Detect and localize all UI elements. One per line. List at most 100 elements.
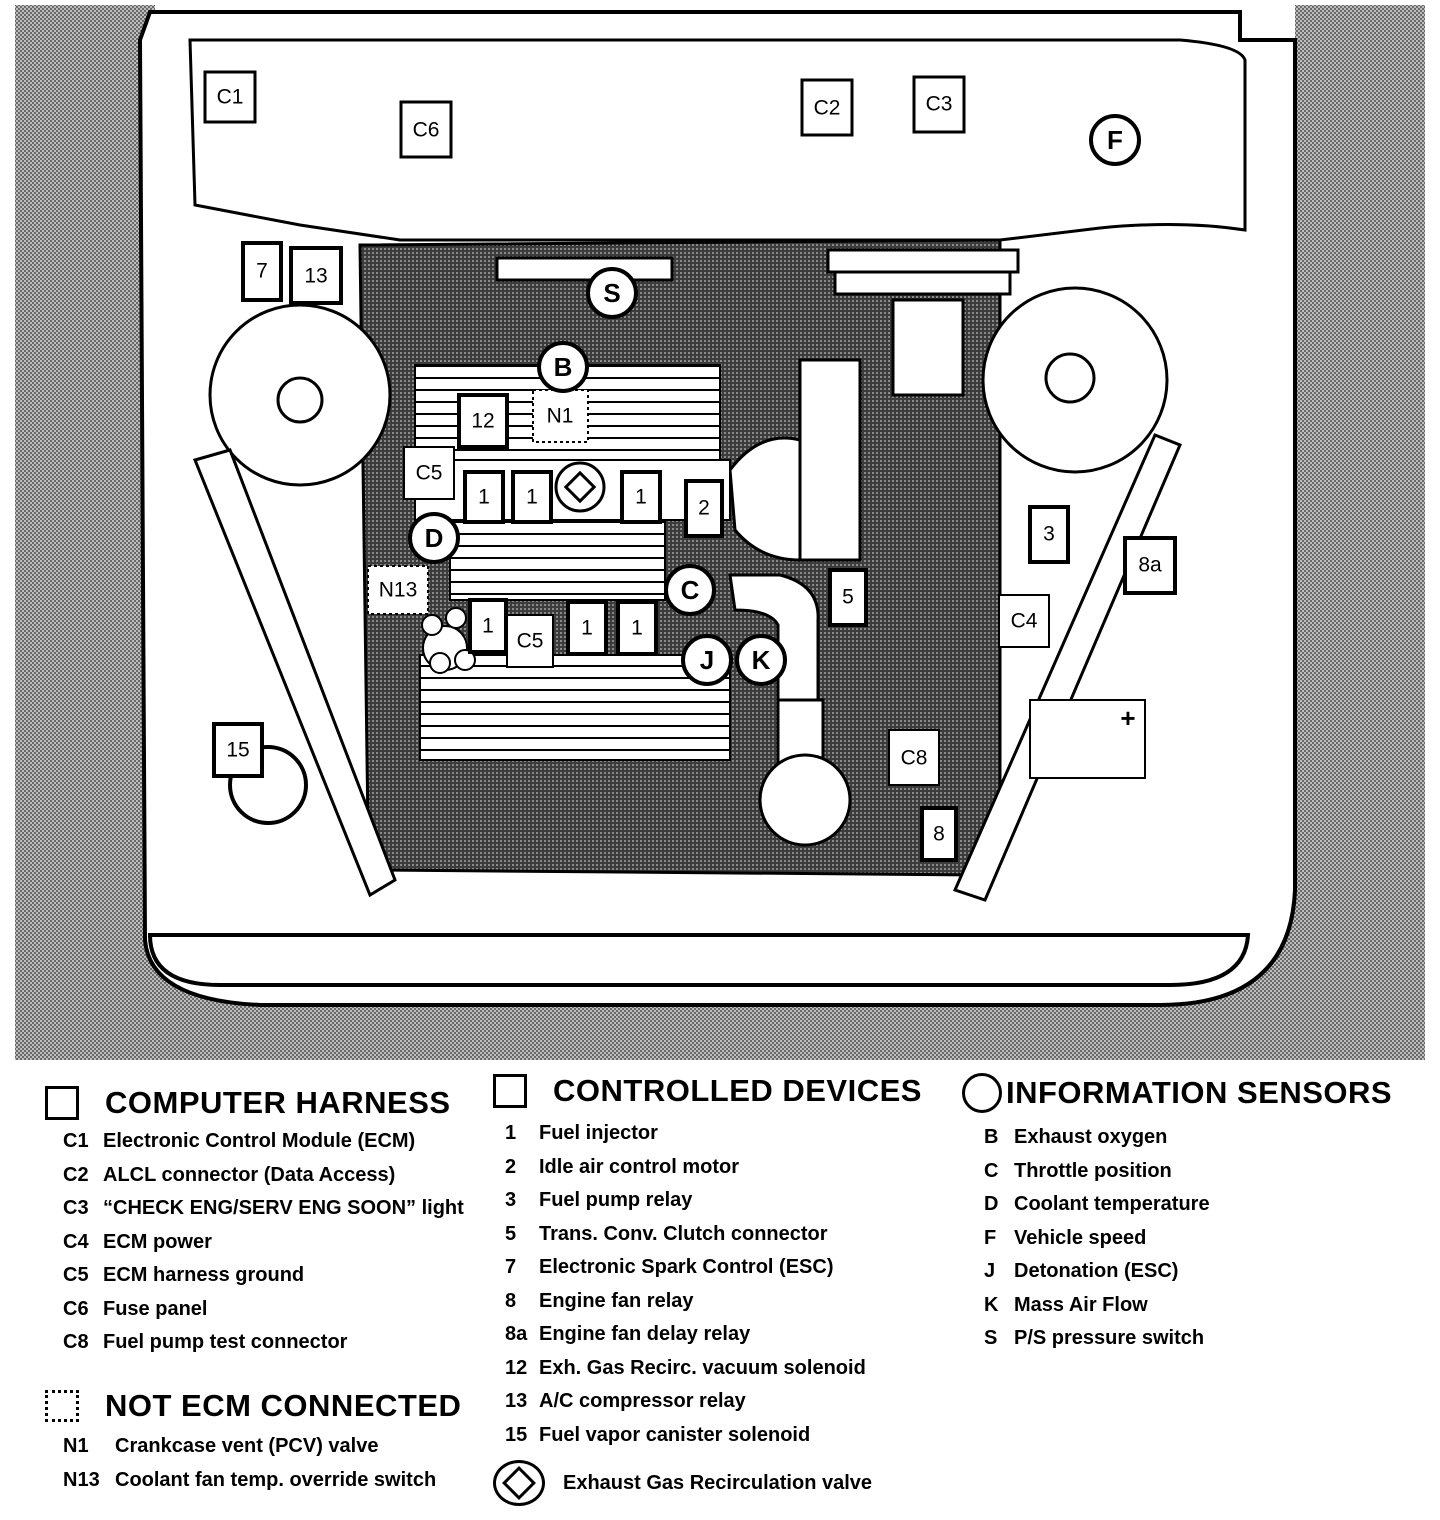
air-filter-base bbox=[758, 753, 852, 847]
sensor-b: B bbox=[537, 341, 589, 393]
cowl-panel bbox=[188, 38, 1247, 242]
injector-1a: 1 bbox=[463, 470, 505, 524]
svg-text:15: 15 bbox=[226, 739, 249, 762]
square-symbol-icon bbox=[493, 1074, 527, 1108]
svg-text:7: 7 bbox=[256, 260, 268, 283]
svg-text:F: F bbox=[1107, 125, 1123, 155]
c5-box-upper: C5 bbox=[403, 446, 455, 500]
device-12-box: 12 bbox=[457, 393, 509, 449]
svg-text:C5: C5 bbox=[517, 630, 544, 653]
svg-text:1: 1 bbox=[526, 486, 538, 509]
canister-hose bbox=[228, 745, 308, 825]
legend-header-not-ecm: NOT ECM CONNECTED bbox=[45, 1388, 461, 1424]
svg-text:1: 1 bbox=[581, 617, 593, 640]
injector-1e: 1 bbox=[566, 600, 608, 656]
device-2-box: 2 bbox=[684, 479, 724, 538]
distributor-cap-4 bbox=[454, 649, 476, 671]
svg-text:C8: C8 bbox=[901, 747, 928, 770]
distributor-cap-1 bbox=[421, 614, 443, 636]
ps-bar bbox=[495, 256, 674, 282]
injector-1d: 1 bbox=[468, 598, 508, 654]
svg-text:K: K bbox=[752, 645, 771, 675]
distributor-cap-3 bbox=[429, 652, 451, 674]
svg-text:B: B bbox=[554, 352, 573, 382]
c4-box: C4 bbox=[998, 594, 1050, 648]
sensor-d: D bbox=[408, 512, 460, 564]
legend-item: C3“CHECK ENG/SERV ENG SOON” light bbox=[63, 1197, 464, 1220]
device-8-box: 8 bbox=[920, 806, 958, 862]
sensor-s: S bbox=[586, 267, 638, 319]
legend-header-controlled-devices: CONTROLLED DEVICES bbox=[493, 1073, 922, 1109]
sensor-j: J bbox=[681, 634, 733, 686]
device-8a-box: 8a bbox=[1123, 536, 1177, 595]
svg-text:1: 1 bbox=[635, 486, 647, 509]
air-cleaner-body bbox=[833, 270, 1012, 296]
svg-text:1: 1 bbox=[482, 615, 494, 638]
strut-hole-left bbox=[276, 376, 324, 424]
device-5-box: 5 bbox=[828, 568, 868, 627]
legend-title: COMPUTER HARNESS bbox=[105, 1085, 451, 1120]
svg-text:2: 2 bbox=[698, 497, 710, 520]
valve-cover-mid bbox=[449, 519, 666, 601]
svg-text:C4: C4 bbox=[1011, 610, 1038, 633]
battery bbox=[1029, 699, 1146, 779]
square-symbol-icon bbox=[45, 1086, 79, 1120]
device-7-box: 7 bbox=[241, 241, 283, 302]
legend-header-information-sensors: INFORMATION SENSORS bbox=[962, 1073, 1392, 1113]
c1-box: C1 bbox=[203, 70, 257, 124]
svg-text:C: C bbox=[681, 575, 700, 605]
c8-box: C8 bbox=[888, 729, 940, 786]
injector-1f: 1 bbox=[616, 600, 658, 656]
svg-text:D: D bbox=[425, 523, 444, 553]
air-duct bbox=[891, 298, 965, 397]
injector-1b: 1 bbox=[511, 470, 553, 524]
intake-plenum bbox=[798, 358, 862, 562]
svg-text:5: 5 bbox=[842, 586, 854, 609]
injector-1c: 1 bbox=[620, 470, 662, 524]
svg-text:1: 1 bbox=[631, 617, 643, 640]
egr-valve-symbol-icon bbox=[493, 1460, 545, 1506]
fender-inner-left bbox=[15, 5, 150, 900]
svg-text:13: 13 bbox=[304, 265, 327, 288]
battery-plus: + bbox=[1120, 703, 1135, 733]
legend-title: NOT ECM CONNECTED bbox=[105, 1388, 462, 1423]
c5-box-lower: C5 bbox=[506, 614, 554, 668]
svg-text:C6: C6 bbox=[413, 119, 440, 142]
svg-text:8a: 8a bbox=[1138, 554, 1162, 577]
brace-left bbox=[192, 448, 397, 898]
legend-header-computer-harness: COMPUTER HARNESS bbox=[45, 1085, 464, 1121]
intake-elbow bbox=[728, 436, 802, 562]
svg-text:1: 1 bbox=[478, 486, 490, 509]
svg-text:12: 12 bbox=[471, 410, 494, 433]
engine-compartment-diagram: + C1 C6 C2 C3 7 13 12 N1 C5 1 1 1 2 N13 … bbox=[15, 5, 1425, 1060]
svg-text:3: 3 bbox=[1043, 523, 1055, 546]
air-cleaner-lid bbox=[826, 248, 1020, 274]
fender-right bbox=[1295, 5, 1425, 1060]
svg-text:N1: N1 bbox=[547, 405, 574, 428]
n1-box: N1 bbox=[532, 389, 589, 443]
svg-text:S: S bbox=[603, 278, 620, 308]
front-panel bbox=[147, 933, 1251, 987]
svg-text:N13: N13 bbox=[379, 579, 418, 602]
